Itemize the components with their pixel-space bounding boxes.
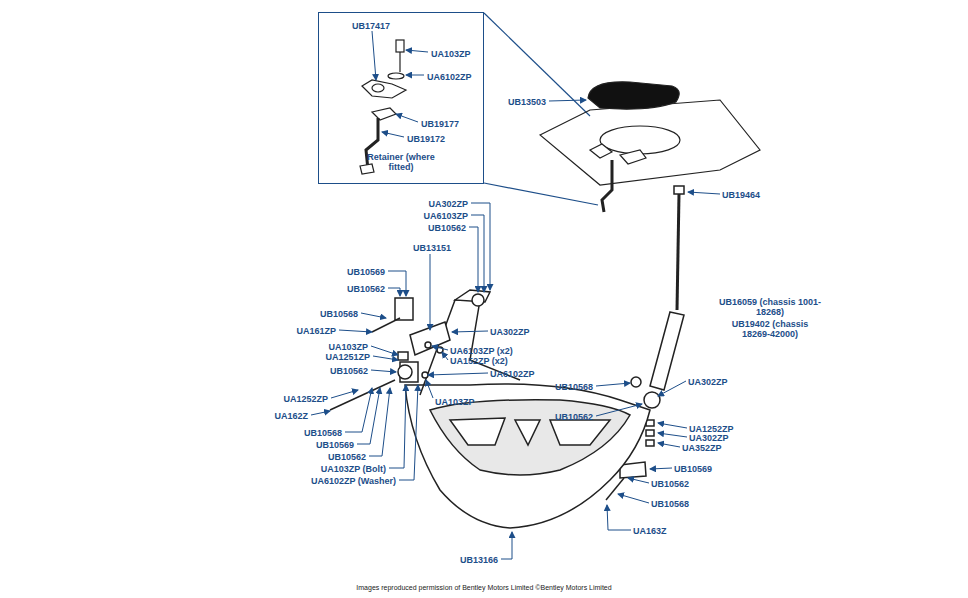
part-number: UA302ZP — [428, 199, 468, 209]
part-number: UB10568 — [555, 382, 593, 392]
part-number: UA302ZP — [689, 433, 729, 443]
part-number: UA103ZP — [431, 49, 471, 59]
part-number: UA103ZP — [435, 397, 475, 407]
part-number: UB19177 — [421, 119, 459, 129]
part-number: UB10568 — [304, 428, 342, 438]
part-number: UB10562 — [330, 366, 368, 376]
part-number: UB10569 — [347, 267, 385, 277]
part-number: UB17417 — [352, 21, 390, 31]
part-number: UA6102ZP (Washer) — [311, 476, 396, 486]
part-number: UA152ZP (x2) — [450, 356, 508, 366]
part-number: UA6102ZP — [427, 72, 472, 82]
part-number: UA163Z — [633, 526, 667, 536]
part-number: UA1251ZP — [325, 352, 370, 362]
part-number: UA6102ZP — [490, 369, 535, 379]
part-number: UB13151 — [413, 243, 451, 253]
part-number: UB10562 — [347, 284, 385, 294]
part-number: UB10568 — [320, 309, 358, 319]
part-number: UB10569 — [674, 464, 712, 474]
part-number: UA162Z — [274, 411, 308, 421]
part-number: UB10562 — [428, 223, 466, 233]
part-number: UB13166 — [460, 555, 498, 565]
part-number: UB10569 — [316, 440, 354, 450]
part-number: UB16059 (chassis 1001-18268) — [718, 297, 822, 317]
copyright-note: Images reproduced permission of Bentley … — [274, 584, 694, 592]
part-number: UA6103ZP (x2) — [450, 346, 513, 356]
part-number: UA1252ZP — [283, 394, 328, 404]
part-number: UA6103ZP — [423, 211, 468, 221]
part-number: UB10562 — [651, 479, 689, 489]
part-number: UB19464 — [722, 190, 760, 200]
part-number: UA302ZP — [490, 327, 530, 337]
part-number: UB19172 — [407, 134, 445, 144]
part-number: UB10568 — [651, 499, 689, 509]
part-number: UA103ZP — [328, 342, 368, 352]
part-number: UA352ZP — [682, 443, 722, 453]
part-number: UA1252ZP — [689, 424, 734, 434]
inset-box: UB17417UA103ZP UA6102ZP UB19177UB19172Reta… — [318, 12, 484, 184]
inset-caption: Retainer (where fitted) — [356, 152, 446, 172]
part-number: UA302ZP — [688, 377, 728, 387]
part-number: UA103ZP (Bolt) — [321, 464, 386, 474]
part-number: UB19402 (chassis 18269-42000) — [718, 319, 822, 339]
part-number: UA161ZP — [296, 326, 336, 336]
part-number: UB10562 — [328, 452, 366, 462]
part-number: UB10562 — [555, 412, 593, 422]
part-number: UB13503 — [508, 97, 546, 107]
